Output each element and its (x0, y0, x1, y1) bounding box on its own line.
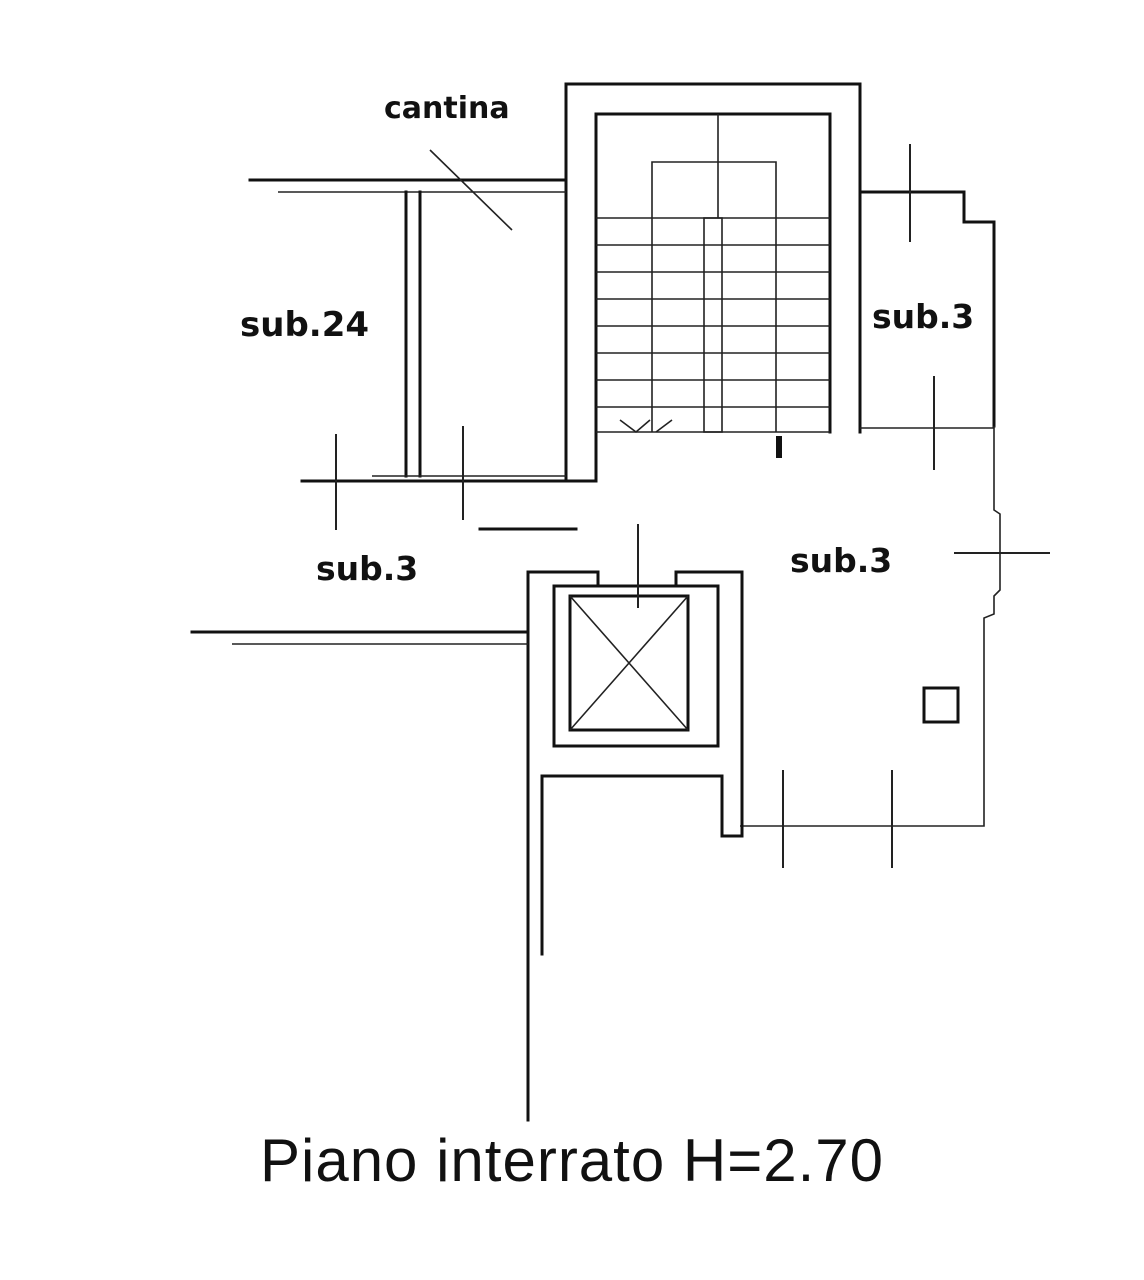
shaft-square (922, 686, 960, 724)
sub24-label: sub.24 (240, 305, 369, 345)
stairwell (564, 82, 862, 482)
plan-caption: Piano interrato H=2.70 (259, 1127, 885, 1194)
right-upper-walls (740, 190, 1001, 827)
cantina-walls (248, 149, 598, 483)
sub3-right-label: sub.3 (790, 541, 892, 580)
boundary-marks (335, 144, 1050, 868)
sub3-left-label: sub.3 (316, 549, 418, 588)
stair-treads (596, 217, 830, 408)
corridor-walls (190, 527, 578, 645)
elevator (526, 570, 744, 1122)
sub3-top-right-label: sub.3 (872, 297, 974, 336)
cantina-label: cantina (384, 91, 510, 126)
